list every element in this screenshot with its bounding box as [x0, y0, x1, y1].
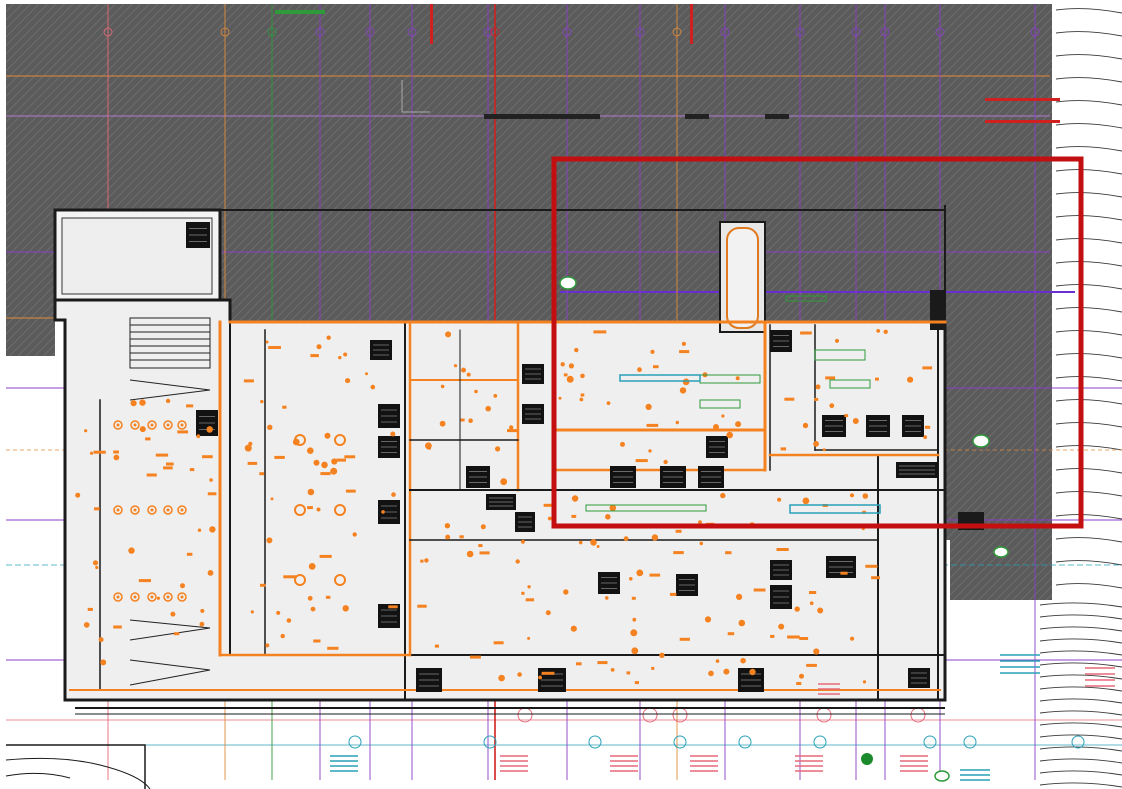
contour-strip [1052, 4, 1122, 604]
stair [129, 317, 211, 686]
green-markers [559, 276, 1009, 782]
highlight-region[interactable] [551, 156, 1084, 529]
exterior-symbols [330, 654, 1115, 781]
contour-lines [1039, 8, 1122, 788]
site-edge [5, 707, 945, 789]
interior-walls [63, 320, 947, 702]
top-bars [275, 4, 1060, 123]
site-ground-hatch [6, 4, 1052, 600]
equipment-tags [186, 222, 938, 692]
fixtures [75, 295, 933, 685]
